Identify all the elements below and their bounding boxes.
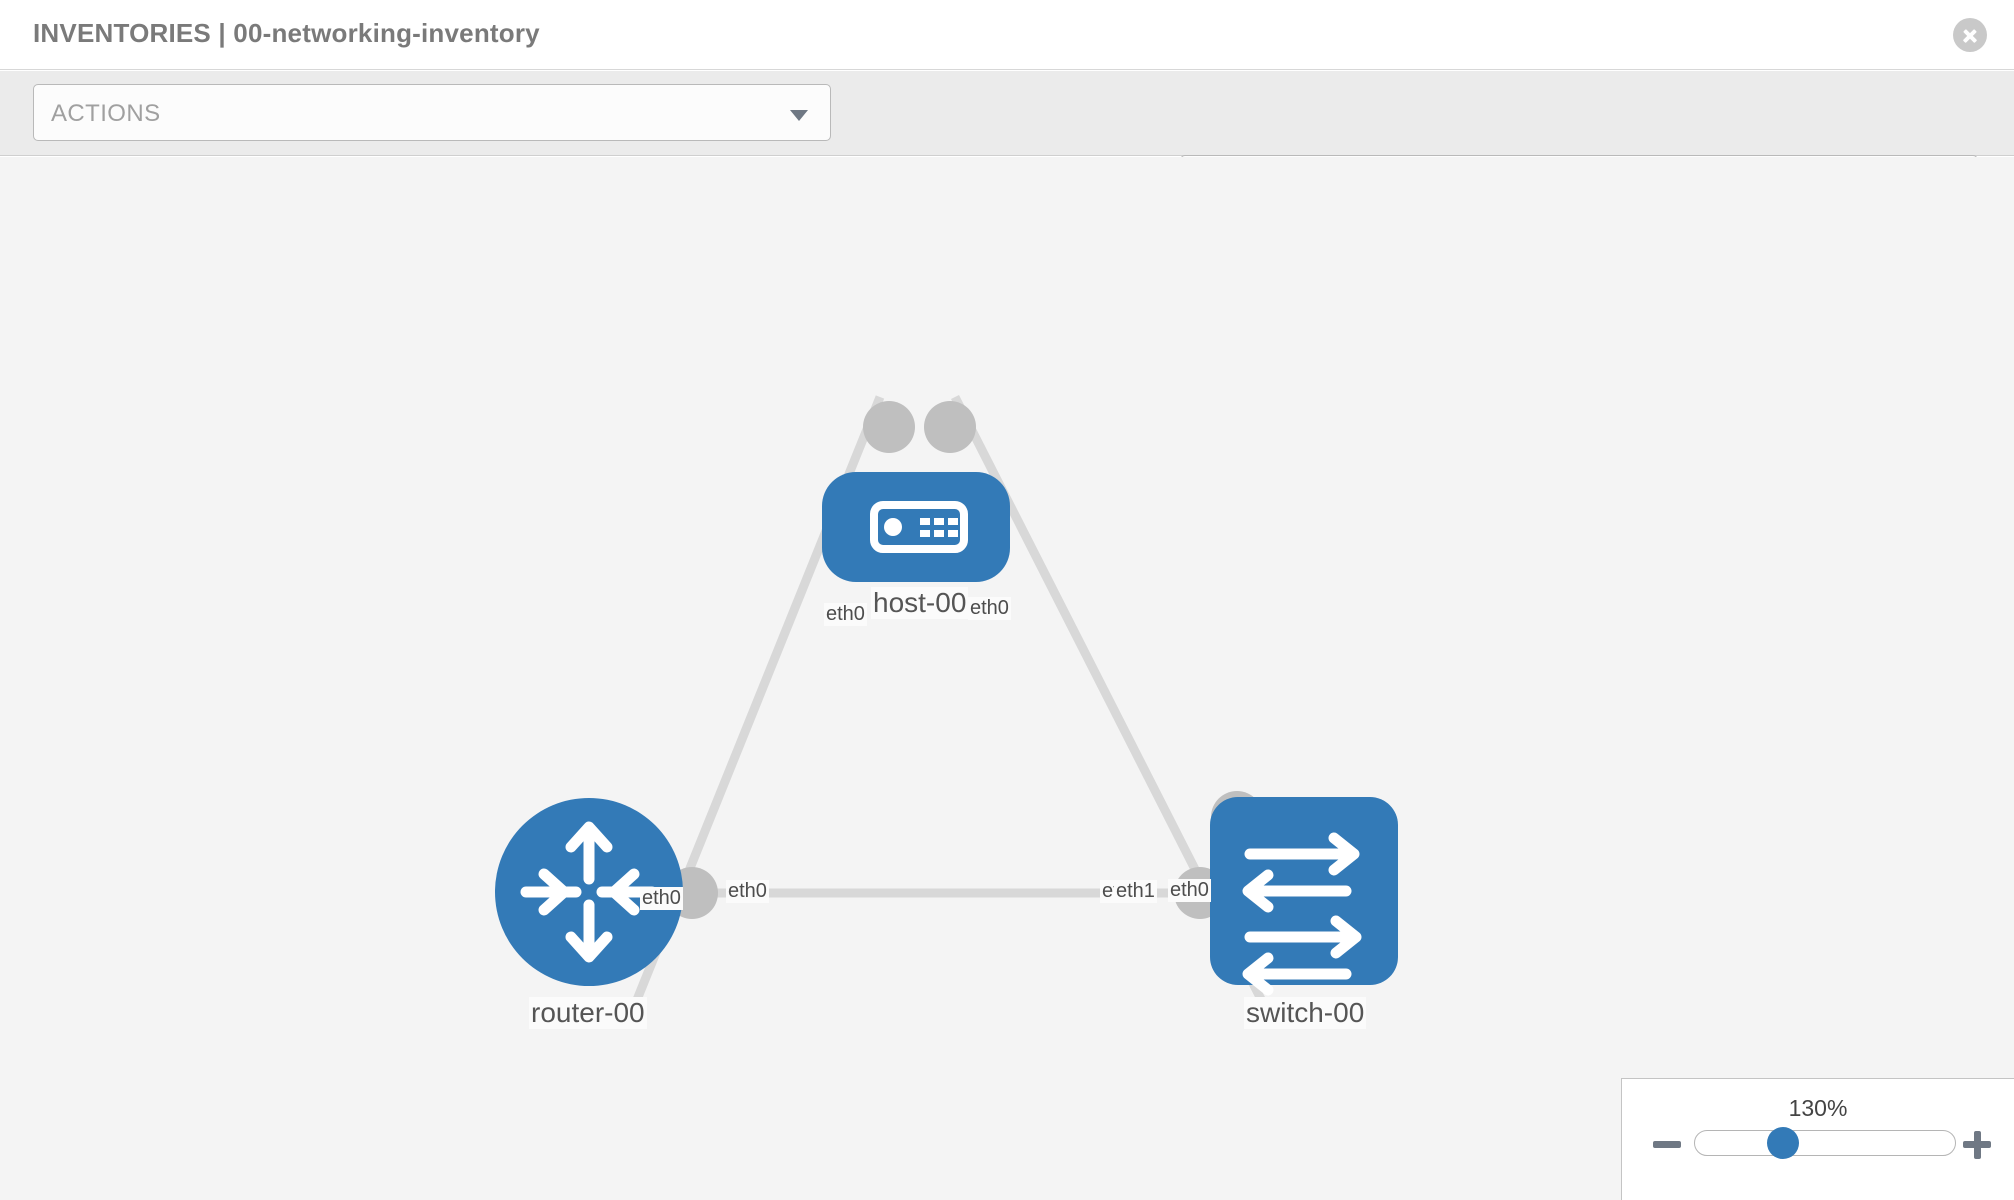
node-host-00 <box>822 472 1010 582</box>
connector-stub <box>924 401 976 453</box>
edge-label-switch-host: eth0 <box>1168 879 1211 902</box>
zoom-level-value: 130% <box>1788 1095 1848 1121</box>
connector-stub <box>863 401 915 453</box>
zoom-slider-thumb[interactable] <box>1767 1127 1799 1159</box>
edge-label-host-router: eth0 <box>824 603 867 626</box>
edge-label-switch-router: eth1 <box>1114 880 1157 903</box>
minus-icon[interactable] <box>1650 1127 1684 1161</box>
topology-graph <box>495 394 1398 1019</box>
zoom-slider-track[interactable] <box>1694 1130 1956 1156</box>
node-switch-00 <box>1210 797 1398 996</box>
actions-dropdown-label: ACTIONS <box>51 100 161 127</box>
node-label-router-00: router-00 <box>529 997 647 1029</box>
edge-label-router-host: eth0 <box>640 887 683 910</box>
edge-label-router-switch: eth0 <box>726 880 769 903</box>
router-arrows-icon <box>520 821 658 963</box>
edge-label-host-switch: eth0 <box>968 597 1011 620</box>
toolbar: ACTIONS SEARCH <box>0 71 2014 212</box>
topology-canvas[interactable]: eth0 eth0 eth0 eth0 eth0 eth0 eth1 host-… <box>0 157 2014 1200</box>
chevron-down-icon <box>790 110 808 121</box>
zoom-control-panel: 130% <box>1621 1078 2014 1200</box>
switch-arrows-icon <box>1242 832 1362 996</box>
page-header: INVENTORIES | 00-networking-inventory <box>0 0 2014 70</box>
server-icon <box>870 501 968 553</box>
page-title: INVENTORIES | 00-networking-inventory <box>33 18 540 48</box>
node-label-switch-00: switch-00 <box>1244 997 1367 1029</box>
plus-icon[interactable] <box>1960 1127 1994 1161</box>
node-router-00 <box>495 798 683 986</box>
close-icon[interactable] <box>1953 18 1987 52</box>
actions-dropdown[interactable]: ACTIONS <box>33 84 831 141</box>
node-label-host-00: host-00 <box>871 587 969 619</box>
